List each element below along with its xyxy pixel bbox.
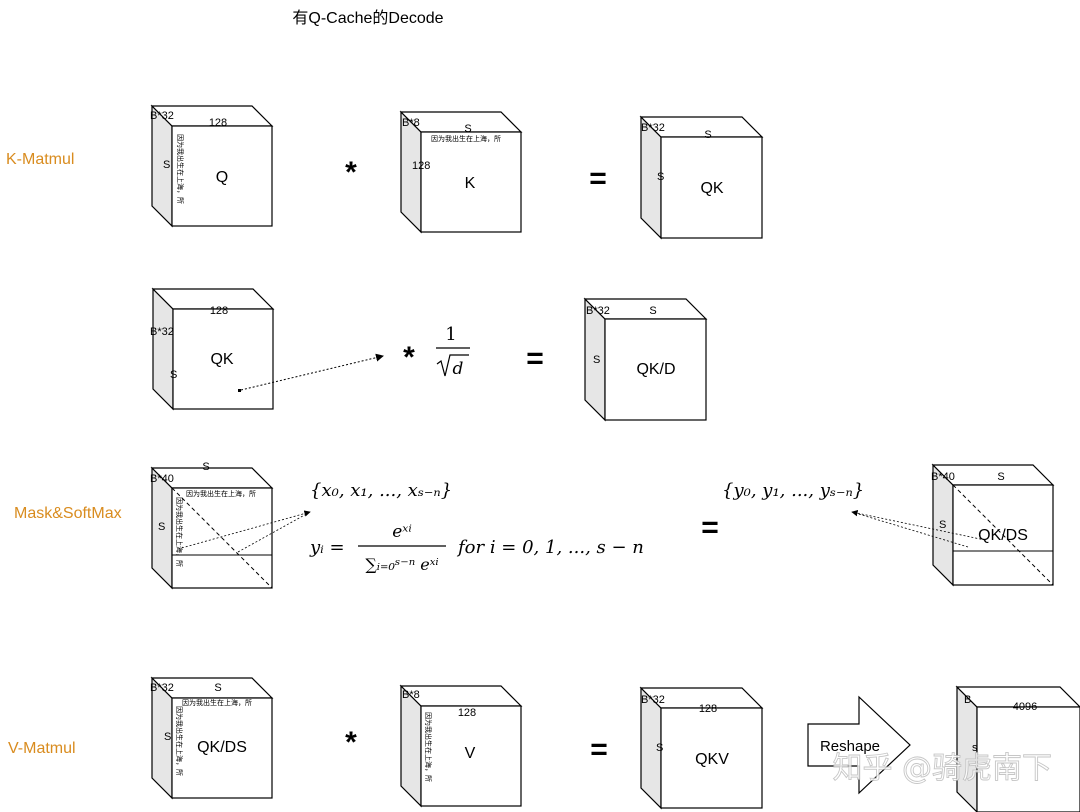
tag-qkds2-cn-side: 因为我出生在上海，所 [175, 706, 184, 776]
cube-label-qk-result: QK [700, 180, 723, 197]
softmax-denominator: ∑ᵢ₌₀ˢ⁻ⁿ eˣⁱ [365, 555, 438, 574]
cube-mask-input [150, 466, 274, 590]
tag-qkv-b32: B*32 [641, 694, 665, 706]
times-operator-row2: * [403, 341, 415, 374]
equals-operator-row1: = [589, 162, 607, 195]
scale-numerator: 1 [445, 324, 456, 345]
softmax-y-set: {y₀, y₁, ..., yₛ₋ₙ} [722, 480, 864, 501]
cube-label-qk-d: QK/D [636, 361, 675, 378]
tag-qkds2-s-top: S [214, 682, 221, 694]
reshape-label: Reshape [820, 738, 880, 755]
tag-qkv-128: 128 [699, 703, 717, 715]
row-label-k-matmul: K-Matmul [6, 151, 74, 168]
softmax-lhs: yᵢ = [309, 537, 345, 558]
cube-label-v: V [465, 745, 476, 762]
cube-qk-input [151, 287, 275, 411]
tag-mask-cn-top: 因为我出生在上海，所 [186, 489, 256, 498]
tag-qk2-s: S [170, 369, 177, 381]
tag-qk-b32: B*32 [641, 122, 665, 134]
cube-qkv [639, 686, 764, 810]
tag-mask-cn-side: 因为我出生在上海，所 [175, 497, 184, 567]
scale-source-dot [238, 389, 241, 392]
tag-k-s: S [464, 123, 471, 135]
equals-operator-row3: = [701, 511, 719, 544]
tag-v-cn: 因为我出生在上海，所 [424, 712, 433, 782]
softmax-x-set: {x₀, x₁, ..., xₛ₋ₙ} [310, 480, 452, 501]
tag-output-s: s [972, 742, 978, 754]
tag-q-cn: 因为我出生在上海，所 [176, 134, 185, 204]
cube-qk-ds-v [150, 676, 274, 800]
scale-denominator: d [453, 359, 464, 379]
tag-mask-b40: B*40 [150, 473, 174, 485]
cube-label-q: Q [216, 169, 228, 186]
cube-label-qk-ds-v: QK/DS [197, 739, 247, 756]
tag-k-cn: 因为我出生在上海，所 [431, 134, 501, 143]
tag-mask-s-side: S [158, 521, 165, 533]
diagram-title: 有Q-Cache的Decode [292, 9, 443, 27]
sqrt-sign-icon [436, 354, 469, 377]
tag-qkds-s-top: S [997, 471, 1004, 483]
watermark: 知乎 @骑虎南下 [832, 751, 1052, 786]
tag-qkd-s-top: S [649, 305, 656, 317]
tag-qkd-b32: B*32 [586, 305, 610, 317]
cube-label-k: K [465, 175, 476, 192]
tag-mask-s-top: S [202, 461, 209, 473]
cube-label-qk-input: QK [210, 351, 233, 368]
softmax-arrow-2 [851, 511, 969, 548]
tag-qkds2-b32: B*32 [150, 682, 174, 694]
softmax-numerator: eˣⁱ [392, 522, 412, 542]
tag-q-s: S [163, 159, 170, 171]
cube-qk-result [639, 115, 764, 240]
equals-operator-row4: = [590, 733, 608, 766]
tag-qkd-s-side: S [593, 354, 600, 366]
softmax-condition: for i = 0, 1, ..., s − n [456, 537, 644, 558]
mask-arrow-2 [237, 511, 311, 553]
cube-v [399, 684, 523, 808]
equals-operator-row2: = [526, 342, 544, 375]
cube-qk-d [583, 297, 708, 422]
cube-label-qk-ds-mask: QK/DS [978, 527, 1028, 544]
tag-v-128: 128 [458, 707, 476, 719]
cube-q [150, 104, 274, 228]
cube-qk-ds-mask [931, 463, 1055, 587]
times-operator-row1: * [345, 156, 357, 189]
tag-q-128: 128 [209, 117, 227, 129]
reshape-arrow-icon [807, 695, 911, 795]
row-label-mask-softmax: Mask&SoftMax [14, 505, 122, 522]
tag-output-4096: 4096 [1013, 701, 1037, 713]
tag-qkds-s-side: S [939, 519, 946, 531]
tag-qkds-b40: B*40 [931, 471, 955, 483]
tag-qkds2-s-side: S [164, 731, 171, 743]
tag-qk-s-side: S [657, 171, 664, 183]
tag-qk-s-top: S [704, 129, 711, 141]
tag-qk2-b32: B*32 [150, 326, 174, 338]
tag-k-b8: B*8 [402, 117, 420, 129]
tag-qkv-s: S [656, 742, 663, 754]
cube-k [399, 110, 523, 234]
mask-arrow-1 [177, 510, 311, 550]
tag-qkds2-cn-top: 因为我出生在上海，所 [182, 698, 252, 707]
scale-arrow [240, 353, 384, 391]
tag-q-b32: B*32 [150, 110, 174, 122]
cube-output [955, 685, 1080, 812]
row-label-v-matmul: V-Matmul [8, 740, 76, 757]
tag-v-b8: B*8 [402, 689, 420, 701]
cube-label-qkv: QKV [695, 751, 729, 768]
times-operator-row4: * [345, 726, 357, 759]
tag-k-128: 128 [412, 160, 430, 172]
tag-output-b: B [964, 694, 971, 706]
tag-qk2-128: 128 [210, 305, 228, 317]
softmax-arrow-1 [851, 510, 986, 541]
